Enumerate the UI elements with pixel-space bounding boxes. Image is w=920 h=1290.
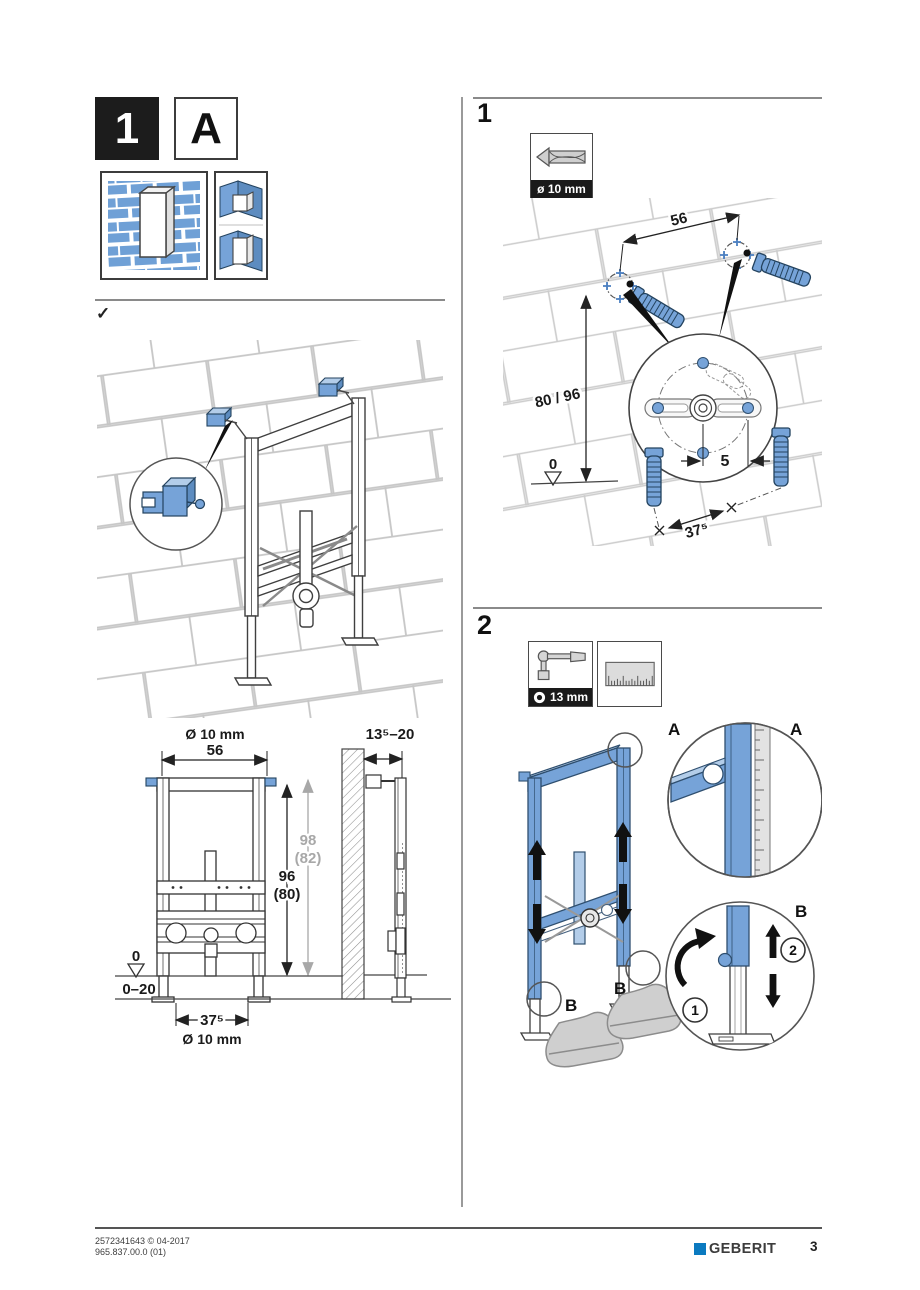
- step1-divider: [473, 97, 822, 99]
- drill-size-label: ø 10 mm: [537, 182, 586, 196]
- action-2-number: 2: [789, 942, 797, 958]
- callout-pointer: [204, 420, 233, 472]
- dim-width-top: 56: [207, 742, 224, 759]
- callout-label-a: A: [790, 720, 802, 739]
- dim-zero-level: 0: [132, 948, 140, 965]
- frame-front-view: [151, 777, 271, 1003]
- step-number: 1: [114, 103, 140, 153]
- article-code: 965.837.00.0 (01): [95, 1247, 167, 1257]
- step1-illustration: 56 80 / 96 0: [473, 198, 822, 595]
- step1-zero-level: 0: [549, 456, 557, 473]
- variant-letter-box: A: [174, 97, 238, 160]
- step1-dim-center-offset: 5: [721, 453, 730, 470]
- wrench-size-label: 13 mm: [549, 690, 589, 704]
- dimension-drawing-svg: Ø 10 mm 56 98 (82) 96 (80) 0 0–20 37⁵: [115, 724, 451, 1050]
- dim-anchor-spacing: 37⁵: [200, 1012, 224, 1029]
- floor-mark: [726, 502, 737, 513]
- footer-doc-info: 2572341643 © 04-2017 965.837.00.0 (01): [95, 1236, 190, 1258]
- detail-a-magnifier: [667, 722, 823, 878]
- callout-label-b: B: [795, 902, 807, 921]
- socket-wrench-icon: [529, 642, 592, 688]
- step1-heading: 1: [477, 98, 493, 128]
- socket-ring-icon: [533, 691, 546, 703]
- ruler-icon: [598, 642, 661, 706]
- solid-wall-icon: [108, 181, 200, 270]
- level-triangle-icon: [543, 471, 563, 487]
- step-number-box: 1: [95, 97, 159, 160]
- bracket-detail-magnifier: [129, 457, 223, 551]
- step2-ruler-box: [597, 641, 662, 707]
- dim-height-main-note: (80): [274, 886, 301, 903]
- frame-side-view: [365, 774, 412, 1003]
- callout-circle-a: [607, 732, 643, 768]
- installer-boots: [545, 983, 682, 1068]
- variant-letter: A: [190, 103, 222, 153]
- callout-label-b: B: [614, 979, 626, 998]
- frame-holes: [171, 886, 251, 889]
- measuring-tape: [755, 729, 764, 871]
- dimension-drawing: Ø 10 mm 56 98 (82) 96 (80) 0 0–20 37⁵: [95, 723, 453, 1065]
- doc-code: 2572341643 © 04-2017: [95, 1236, 190, 1246]
- floor-mark: [654, 525, 665, 536]
- step2-tool-badge: 13 mm: [529, 688, 592, 706]
- action-1-circle: [682, 997, 708, 1023]
- dim-floor-range: 0–20: [122, 981, 155, 998]
- rotate-arrow-icon: [674, 938, 702, 988]
- step1-tool-box: ø 10 mm: [530, 133, 593, 199]
- dim-drill-top: Ø 10 mm: [185, 726, 244, 742]
- pictogram-corner-wall: [214, 171, 268, 280]
- rotate-arrowhead: [695, 928, 716, 949]
- fixing-plate-magnifier: 5: [628, 333, 778, 483]
- mounting-frame: [233, 397, 380, 686]
- page-number: 3: [810, 1239, 818, 1254]
- dim-height-alt: 98: [300, 832, 317, 849]
- action-1-number: 1: [691, 1002, 699, 1018]
- level-triangle-icon: [126, 963, 146, 979]
- wall-anchor-icon: [644, 447, 664, 507]
- wall-section: [341, 748, 365, 1000]
- callout-pointer: [623, 289, 674, 349]
- geberit-square-icon: [694, 1243, 706, 1255]
- step1-drawing: 56 80 / 96 0: [503, 198, 822, 546]
- detail-b-magnifier: 1 2: [665, 901, 815, 1051]
- callout-circle-b: [625, 950, 661, 986]
- corner-wall-icon: [219, 180, 263, 272]
- wall-anchor-icon: [771, 427, 791, 487]
- callout-label-a: A: [668, 720, 680, 739]
- footer-rule: [95, 1227, 822, 1229]
- brand-logo: GEBERIT: [694, 1241, 776, 1257]
- left-column-divider: [95, 299, 445, 301]
- dim-drill-bottom: Ø 10 mm: [182, 1031, 241, 1047]
- step2-divider: [473, 607, 822, 609]
- mounting-frame: [518, 744, 644, 1041]
- dim-wall-distance: 13⁵–20: [366, 726, 415, 743]
- pictogram-solid-wall: [100, 171, 208, 280]
- dim-height-alt-note: (82): [295, 850, 322, 867]
- callout-label-b: B: [565, 996, 577, 1015]
- step2-wrench-box: 13 mm: [528, 641, 593, 707]
- adjustment-knob: [717, 952, 733, 968]
- main-illustration: [95, 326, 445, 727]
- frame-on-wall-drawing: [97, 340, 443, 718]
- brand-name: GEBERIT: [709, 1241, 777, 1257]
- drill-bit-icon: [531, 134, 592, 180]
- step2-illustration: A B B A: [473, 710, 823, 1095]
- checkmark-icon: ✓: [96, 304, 111, 323]
- callout-pointer: [719, 259, 742, 338]
- action-2-circle: [780, 937, 806, 963]
- step2-heading: 2: [477, 610, 493, 640]
- column-divider: [461, 97, 463, 1207]
- callout-circle-b: [526, 981, 562, 1017]
- step2-drawing: A B B A: [518, 720, 823, 1068]
- dim-height-main: 96: [279, 868, 296, 885]
- step1-tool-badge: ø 10 mm: [531, 180, 592, 198]
